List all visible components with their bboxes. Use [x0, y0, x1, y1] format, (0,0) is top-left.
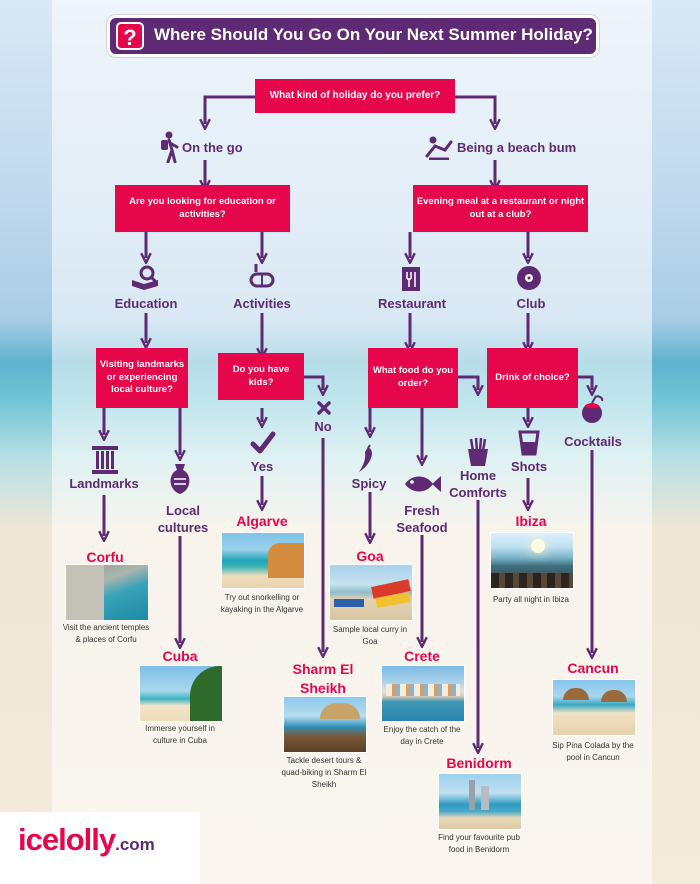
question-restaurant-or-club: Evening meal at a restaurant or night ou…: [413, 185, 588, 232]
sunlounger-icon: [425, 136, 453, 160]
vinyl-record-icon: [517, 266, 541, 290]
crete-harbour-houses: [386, 684, 460, 696]
cuba-caption: Immerse yourself in culture in Cuba: [145, 724, 215, 745]
destination-ibiza: Ibiza: [515, 513, 547, 529]
cuba-photo: [139, 665, 223, 722]
destination-cancun: Cancun: [567, 660, 619, 676]
ibiza-photo: [490, 532, 574, 589]
branch-shots: Shots: [510, 459, 548, 474]
question-have-kids: Do you have kids?: [218, 353, 304, 400]
destination-crete: Crete: [404, 648, 440, 664]
hiker-icon: [161, 131, 179, 163]
corfu-caption: Visit the ancient temples & places of Co…: [62, 623, 150, 644]
fish-icon: [405, 476, 441, 492]
destination-goa: Goa: [356, 548, 384, 564]
branch-cocktails: Cocktails: [564, 434, 622, 449]
question-food-order: What food do you order?: [368, 348, 458, 408]
benidorm-tower: [469, 780, 475, 810]
branch-spicy: Spicy: [351, 476, 387, 491]
ibiza-caption: Party all night in Ibiza: [492, 595, 570, 604]
cancun-photo: [552, 679, 636, 736]
crete-photo: [381, 665, 465, 722]
sharm-parasol: [320, 703, 360, 719]
goa-photo: [329, 564, 413, 621]
algarve-cliff: [268, 543, 304, 578]
benidorm-caption: Find your favourite pub food in Benidorm: [438, 833, 520, 854]
book-magnifier-icon: [132, 265, 158, 290]
checkmark-icon: [250, 431, 276, 454]
question-education-or-activities: Are you looking for education or activit…: [115, 185, 290, 232]
sharm-photo: [283, 696, 367, 753]
algarve-photo: [221, 532, 305, 589]
ibiza-crowd: [491, 573, 573, 588]
branch-landmarks: Landmarks: [69, 476, 139, 491]
branch-beach-bum: Being a beach bum: [457, 140, 577, 155]
destination-benidorm: Benidorm: [446, 755, 512, 771]
sharm-caption: Tackle desert tours & quad-biking in Sha…: [281, 756, 367, 789]
branch-club: Club: [516, 296, 546, 311]
corfu-cliff: [66, 565, 104, 620]
menu-card-icon: [402, 267, 420, 291]
cancun-parasol-1: [563, 688, 589, 700]
benidorm-photo: [438, 773, 522, 830]
destination-cuba: Cuba: [162, 648, 198, 664]
algarve-caption: Try out snorkelling or kayaking in the A…: [220, 593, 304, 614]
fries-icon: [468, 437, 488, 466]
corfu-photo: [65, 564, 149, 621]
coconut-cocktail-icon: [582, 395, 604, 423]
branch-education: Education: [114, 296, 178, 311]
question-drink-choice: Drink of choice?: [487, 348, 578, 408]
logo-tld: .com: [115, 835, 155, 854]
branch-restaurant: Restaurant: [378, 296, 446, 311]
branch-fresh-seafood: Fresh Seafood: [396, 503, 448, 535]
title-banner: ? Where Should You Go On Your Next Summe…: [110, 18, 596, 54]
question-holiday-type: What kind of holiday do you prefer?: [255, 79, 455, 113]
icelolly-logo[interactable]: icelolly.com: [18, 822, 155, 858]
question-landmarks-or-culture: Visiting landmarks or experiencing local…: [96, 348, 188, 408]
branch-on-the-go: On the go: [182, 140, 243, 155]
column-icon: [92, 446, 118, 474]
branch-no: No: [314, 419, 332, 434]
chili-icon: [359, 444, 372, 472]
page-title: Where Should You Go On Your Next Summer …: [154, 25, 593, 44]
destination-corfu: Corfu: [86, 549, 124, 565]
goa-caption: Sample local curry in Goa: [332, 625, 408, 646]
snorkel-icon: [249, 264, 275, 288]
destination-algarve: Algarve: [236, 513, 288, 529]
cancun-caption: Sip Pina Colada by the pool in Cancun: [552, 741, 634, 762]
branch-activities: Activities: [233, 296, 291, 311]
shot-glass-icon: [518, 430, 540, 456]
branch-local-cultures: Local cultures: [157, 503, 209, 535]
benidorm-tower-2: [481, 786, 489, 810]
branch-home-comforts: Home Comforts: [449, 468, 507, 500]
branch-yes: Yes: [250, 459, 274, 474]
logo-panel: [0, 812, 200, 884]
destination-sharm-el-sheikh: Sharm El Sheikh: [292, 661, 354, 696]
cancun-parasol-2: [601, 690, 627, 702]
vase-icon: [170, 464, 190, 494]
ibiza-sun: [531, 539, 545, 553]
cross-icon: [317, 401, 331, 415]
crete-caption: Enjoy the catch of the day in Crete: [383, 725, 461, 746]
question-mark-icon: ?: [116, 22, 144, 50]
logo-wordmark: icelolly: [18, 822, 116, 857]
cuba-palm: [190, 666, 222, 721]
goa-boat-blue: [334, 599, 364, 607]
